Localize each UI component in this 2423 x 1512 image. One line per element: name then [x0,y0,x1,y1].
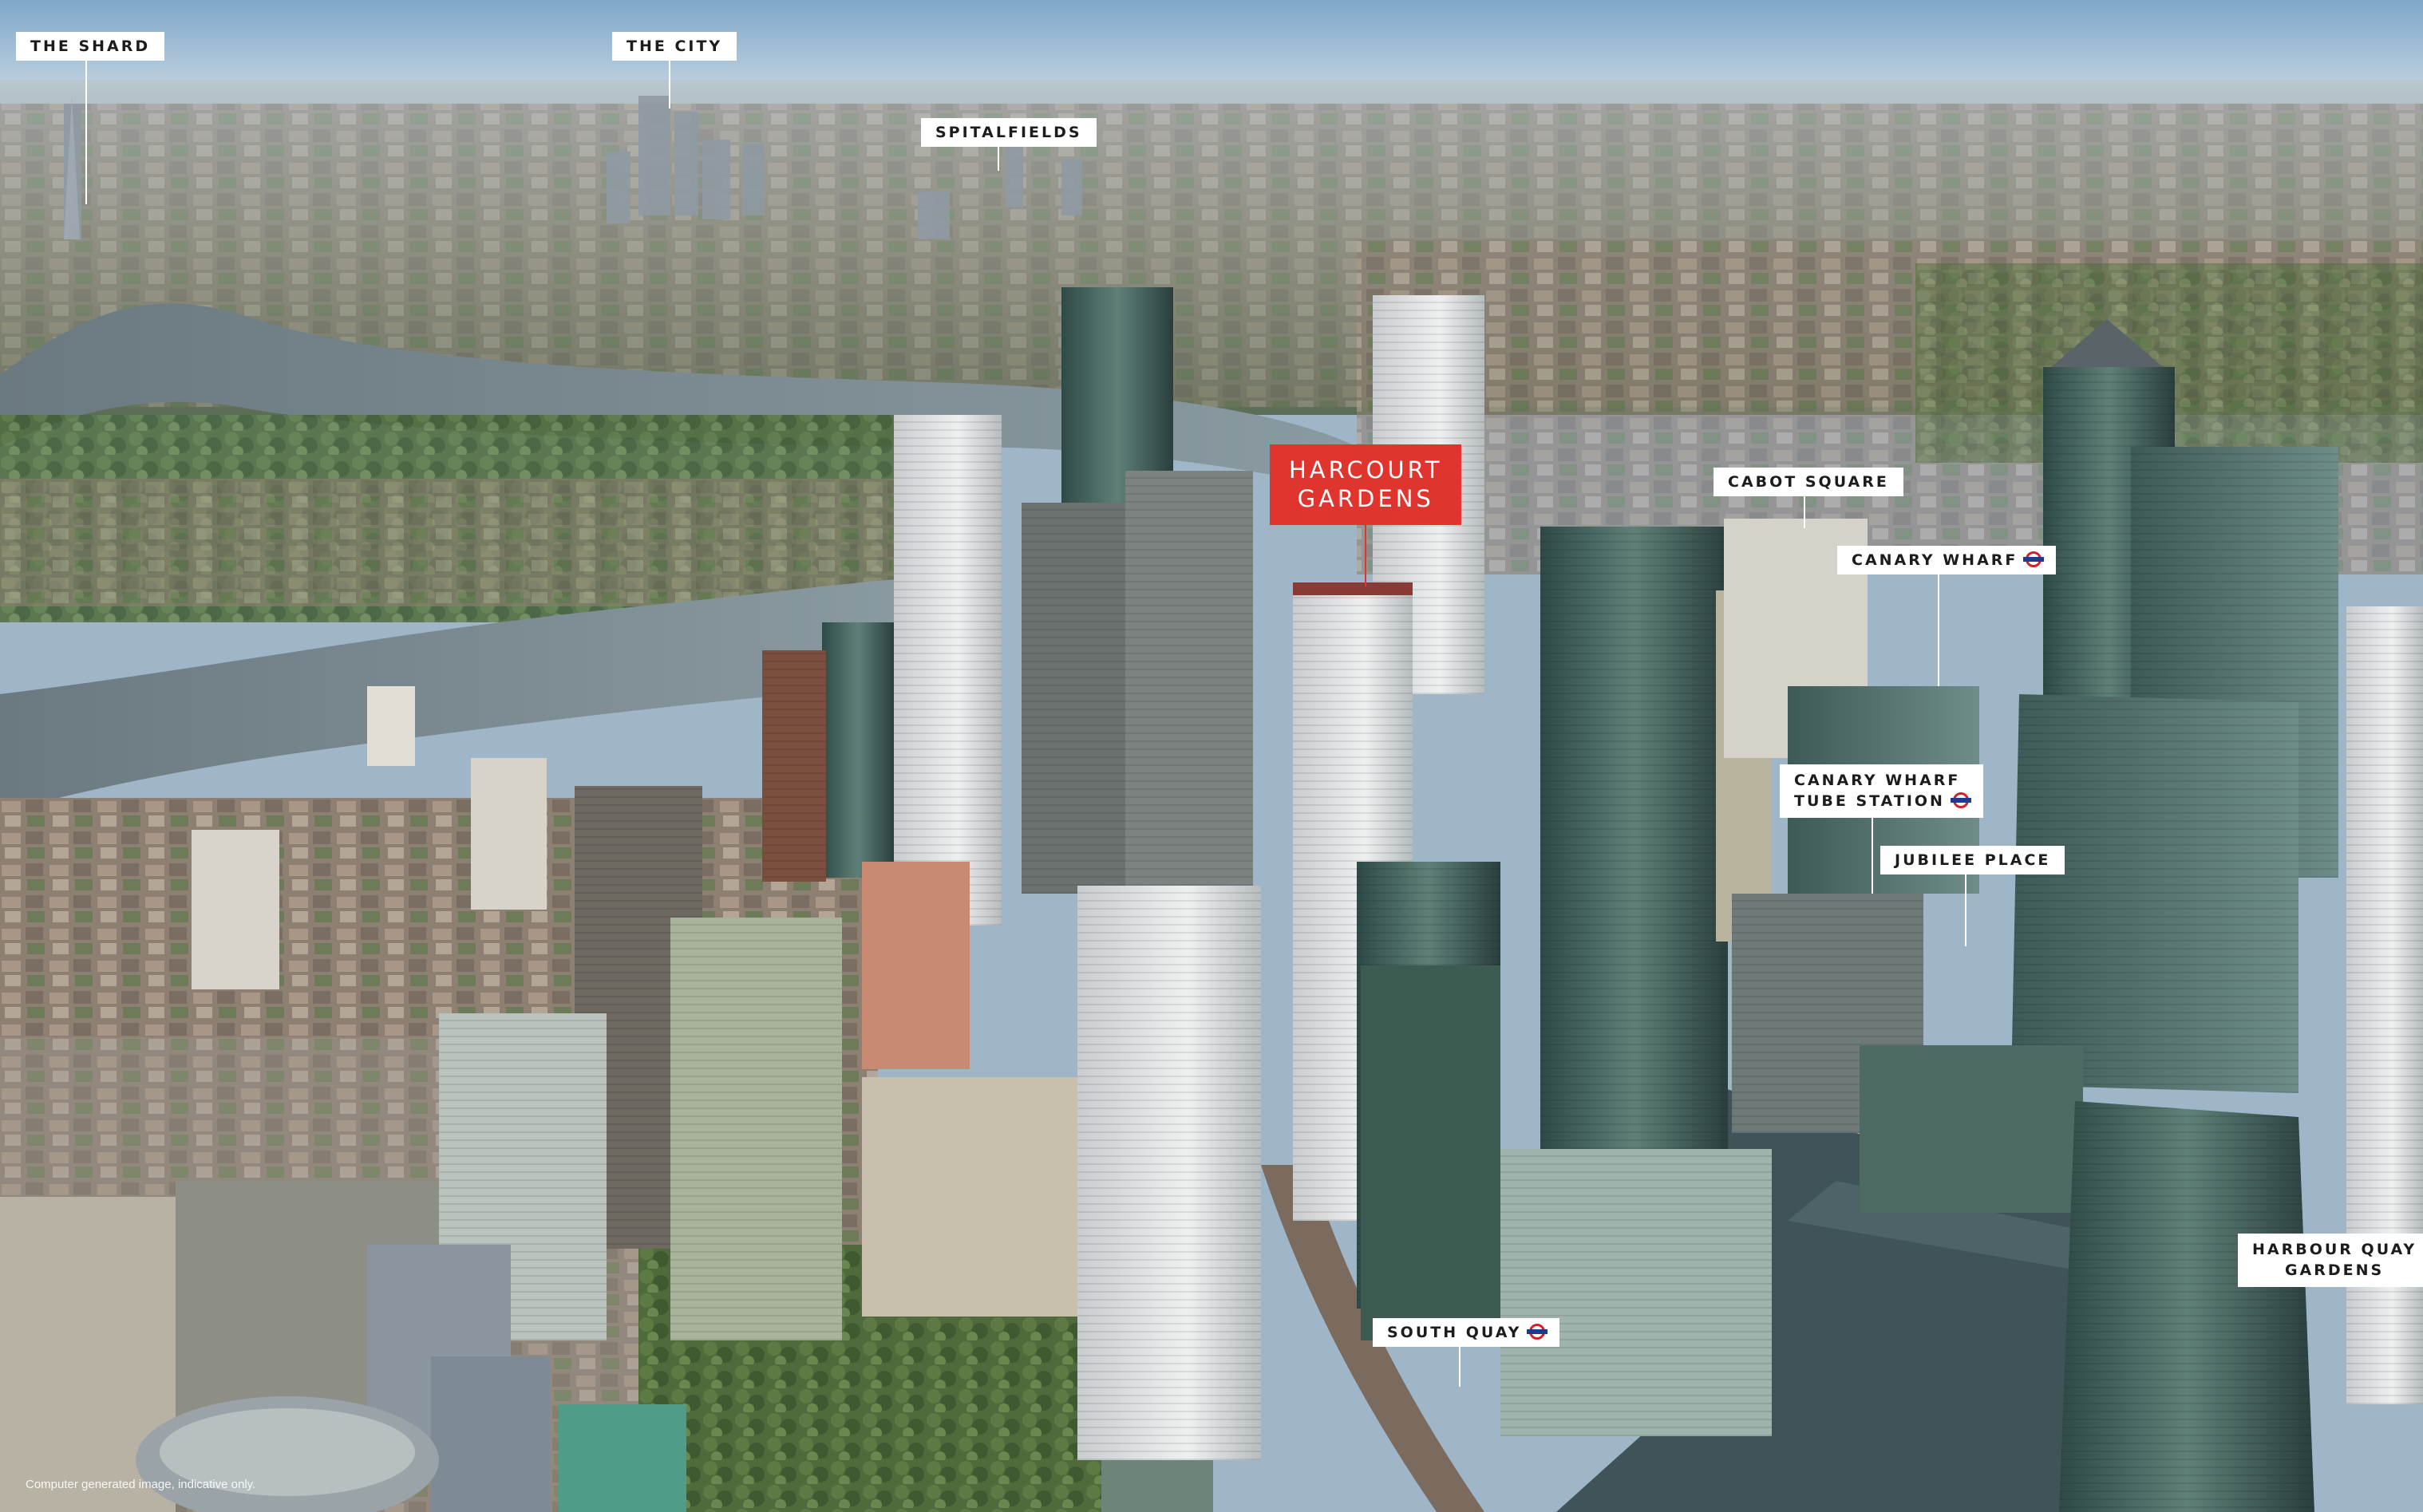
hero-label-harcourt-gardens: HARCOURT GARDENS [1270,444,1462,525]
label-spitalfields: SPITALFIELDS [921,118,1097,147]
label-cw-tube-line-1: CANARY WHARF [1794,772,1961,789]
label-harbour-quay-line-1: HARBOUR QUAY [2252,1241,2417,1258]
leader-harcourt-gardens [1365,515,1366,586]
label-cabot-square: CABOT SQUARE [1713,468,1903,496]
label-the-shard: THE SHARD [16,32,165,61]
label-harbour-quay-gardens: HARBOUR QUAY GARDENS [2238,1234,2423,1288]
label-harbour-quay-line-2: GARDENS [2284,1261,2385,1279]
label-canary-wharf-text: CANARY WHARF [1852,551,2018,569]
label-the-city: THE CITY [612,32,737,61]
leader-canary-wharf [1938,574,1939,686]
label-south-quay: SOUTH QUAY [1373,1318,1560,1347]
tube-icon [2023,551,2045,567]
hero-line-1: HARCOURT [1289,456,1443,484]
tube-icon [1950,792,1971,808]
label-cw-tube-line-2-text: TUBE STATION [1794,792,1945,810]
leader-the-city [669,61,670,109]
leader-the-shard [85,61,87,204]
label-canary-wharf: CANARY WHARF [1837,546,2057,574]
tube-icon [1527,1324,1548,1340]
disclaimer-text: Computer generated image, indicative onl… [26,1478,256,1491]
leader-jubilee-place [1965,874,1966,946]
leader-cabot-square [1804,496,1805,528]
leader-south-quay [1459,1347,1461,1387]
hero-line-2: GARDENS [1297,485,1434,513]
label-cw-tube-line-2: TUBE STATION [1794,792,1971,812]
leader-spitalfields [998,147,999,171]
label-south-quay-text: SOUTH QUAY [1387,1324,1522,1341]
label-canary-wharf-tube-station: CANARY WHARF TUBE STATION [1780,764,1983,819]
label-jubilee-place: JUBILEE PLACE [1880,846,2065,874]
leader-canary-wharf-tube-station [1872,814,1873,894]
